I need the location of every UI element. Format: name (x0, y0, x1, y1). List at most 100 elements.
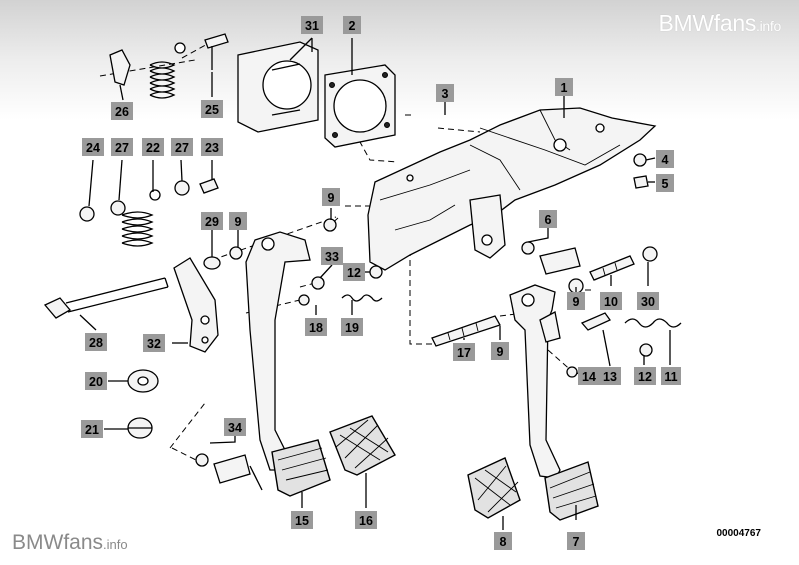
svg-text:9: 9 (497, 345, 504, 359)
pedal-bracket (367, 107, 657, 271)
svg-text:10: 10 (604, 295, 618, 309)
callout-20: 20 (85, 372, 107, 390)
svg-text:12: 12 (638, 370, 652, 384)
svg-text:2: 2 (349, 19, 356, 33)
svg-text:23: 23 (205, 141, 219, 155)
svg-text:13: 13 (603, 370, 617, 384)
switch-34 (195, 453, 263, 491)
svg-text:14: 14 (582, 370, 596, 384)
brand-watermark-top: BMWfans.info (658, 10, 781, 37)
clutch-pedal (245, 231, 331, 497)
callout-25: 25 (201, 100, 223, 118)
callout-4: 4 (656, 150, 674, 168)
svg-text:6: 6 (545, 213, 552, 227)
callout-32: 32 (143, 334, 165, 352)
svg-text:4: 4 (662, 153, 669, 167)
svg-text:12: 12 (347, 266, 361, 280)
svg-text:27: 27 (175, 141, 189, 155)
svg-text:17: 17 (457, 346, 471, 360)
cap-21 (127, 417, 153, 439)
brake-pedal (509, 284, 599, 521)
callout-2: 2 (343, 16, 361, 34)
small-hardware-left (79, 178, 383, 306)
rods-right (341, 246, 682, 378)
watermark-bottom-suffix: .info (103, 537, 128, 552)
svg-text:19: 19 (345, 321, 359, 335)
callout-34: 34 (224, 418, 246, 436)
callout-21: 21 (81, 420, 103, 438)
callout-13: 13 (599, 367, 621, 385)
callout-17: 17 (453, 343, 475, 361)
pedal-pad-16 (329, 415, 396, 476)
drawing-number: 00004767 (716, 528, 762, 539)
pin-25 (204, 33, 229, 70)
callout-5: 5 (656, 174, 674, 192)
svg-text:25: 25 (205, 103, 219, 117)
svg-text:18: 18 (309, 321, 323, 335)
svg-text:3: 3 (442, 87, 449, 101)
svg-text:5: 5 (662, 177, 669, 191)
clip-26 (109, 49, 131, 86)
watermark-top-brand: BMWfans (658, 10, 757, 36)
svg-text:11: 11 (664, 370, 677, 384)
svg-text:33: 33 (325, 250, 339, 264)
spring-upper (149, 42, 186, 99)
fasteners-4-5 (633, 153, 649, 189)
callout-14: 14 (578, 367, 600, 385)
callout-27-left: 27 (111, 138, 133, 156)
svg-text:7: 7 (573, 535, 580, 549)
callout-6: 6 (539, 210, 557, 228)
callout-26: 26 (111, 102, 133, 120)
svg-text:26: 26 (115, 105, 129, 119)
callout-1: 1 (555, 78, 573, 96)
svg-text:9: 9 (573, 295, 580, 309)
callout-15: 15 (291, 511, 313, 529)
callout-9-rod: 9 (491, 342, 509, 360)
svg-text:22: 22 (146, 141, 160, 155)
callout-9-brake: 9 (567, 292, 585, 310)
svg-text:15: 15 (295, 514, 309, 528)
svg-text:30: 30 (641, 295, 655, 309)
callout-10: 10 (600, 292, 622, 310)
callout-9-bracket: 9 (322, 188, 340, 206)
callout-7: 7 (567, 532, 585, 550)
callout-8: 8 (494, 532, 512, 550)
callout-22: 22 (142, 138, 164, 156)
callout-16: 16 (355, 511, 377, 529)
bracket-32 (173, 257, 219, 353)
callout-29: 29 (201, 212, 223, 230)
svg-text:16: 16 (359, 514, 373, 528)
callout-33: 33 (321, 247, 343, 265)
brand-watermark-bottom: BMWfans.info (12, 531, 128, 555)
callout-28: 28 (85, 333, 107, 351)
svg-text:28: 28 (89, 336, 103, 350)
svg-text:21: 21 (85, 423, 99, 437)
watermark-top-suffix: .info (756, 18, 781, 34)
washer-20 (127, 369, 159, 393)
svg-text:1: 1 (561, 81, 568, 95)
callout-23: 23 (201, 138, 223, 156)
callout-30: 30 (637, 292, 659, 310)
spring-lower (121, 189, 161, 247)
callout-19: 19 (341, 318, 363, 336)
callout-9-pivot: 9 (229, 212, 247, 230)
callout-labels: 1 2 3 4 5 6 7 8 9 9 9 9 10 11 12 12 13 1… (81, 16, 681, 550)
callout-27-right: 27 (171, 138, 193, 156)
callout-18: 18 (305, 318, 327, 336)
svg-text:24: 24 (86, 141, 100, 155)
svg-text:31: 31 (305, 19, 319, 33)
svg-text:34: 34 (228, 421, 242, 435)
svg-text:9: 9 (235, 215, 242, 229)
callout-31: 31 (301, 16, 323, 34)
svg-text:20: 20 (89, 375, 103, 389)
svg-text:9: 9 (328, 191, 335, 205)
svg-text:8: 8 (500, 535, 507, 549)
watermark-bottom-brand: BMWfans (12, 531, 104, 554)
callout-11: 11 (661, 367, 681, 385)
svg-text:32: 32 (147, 337, 161, 351)
svg-text:29: 29 (205, 215, 219, 229)
svg-text:27: 27 (115, 141, 129, 155)
callout-12-upper: 12 (343, 263, 365, 281)
bolt-28 (43, 277, 169, 319)
